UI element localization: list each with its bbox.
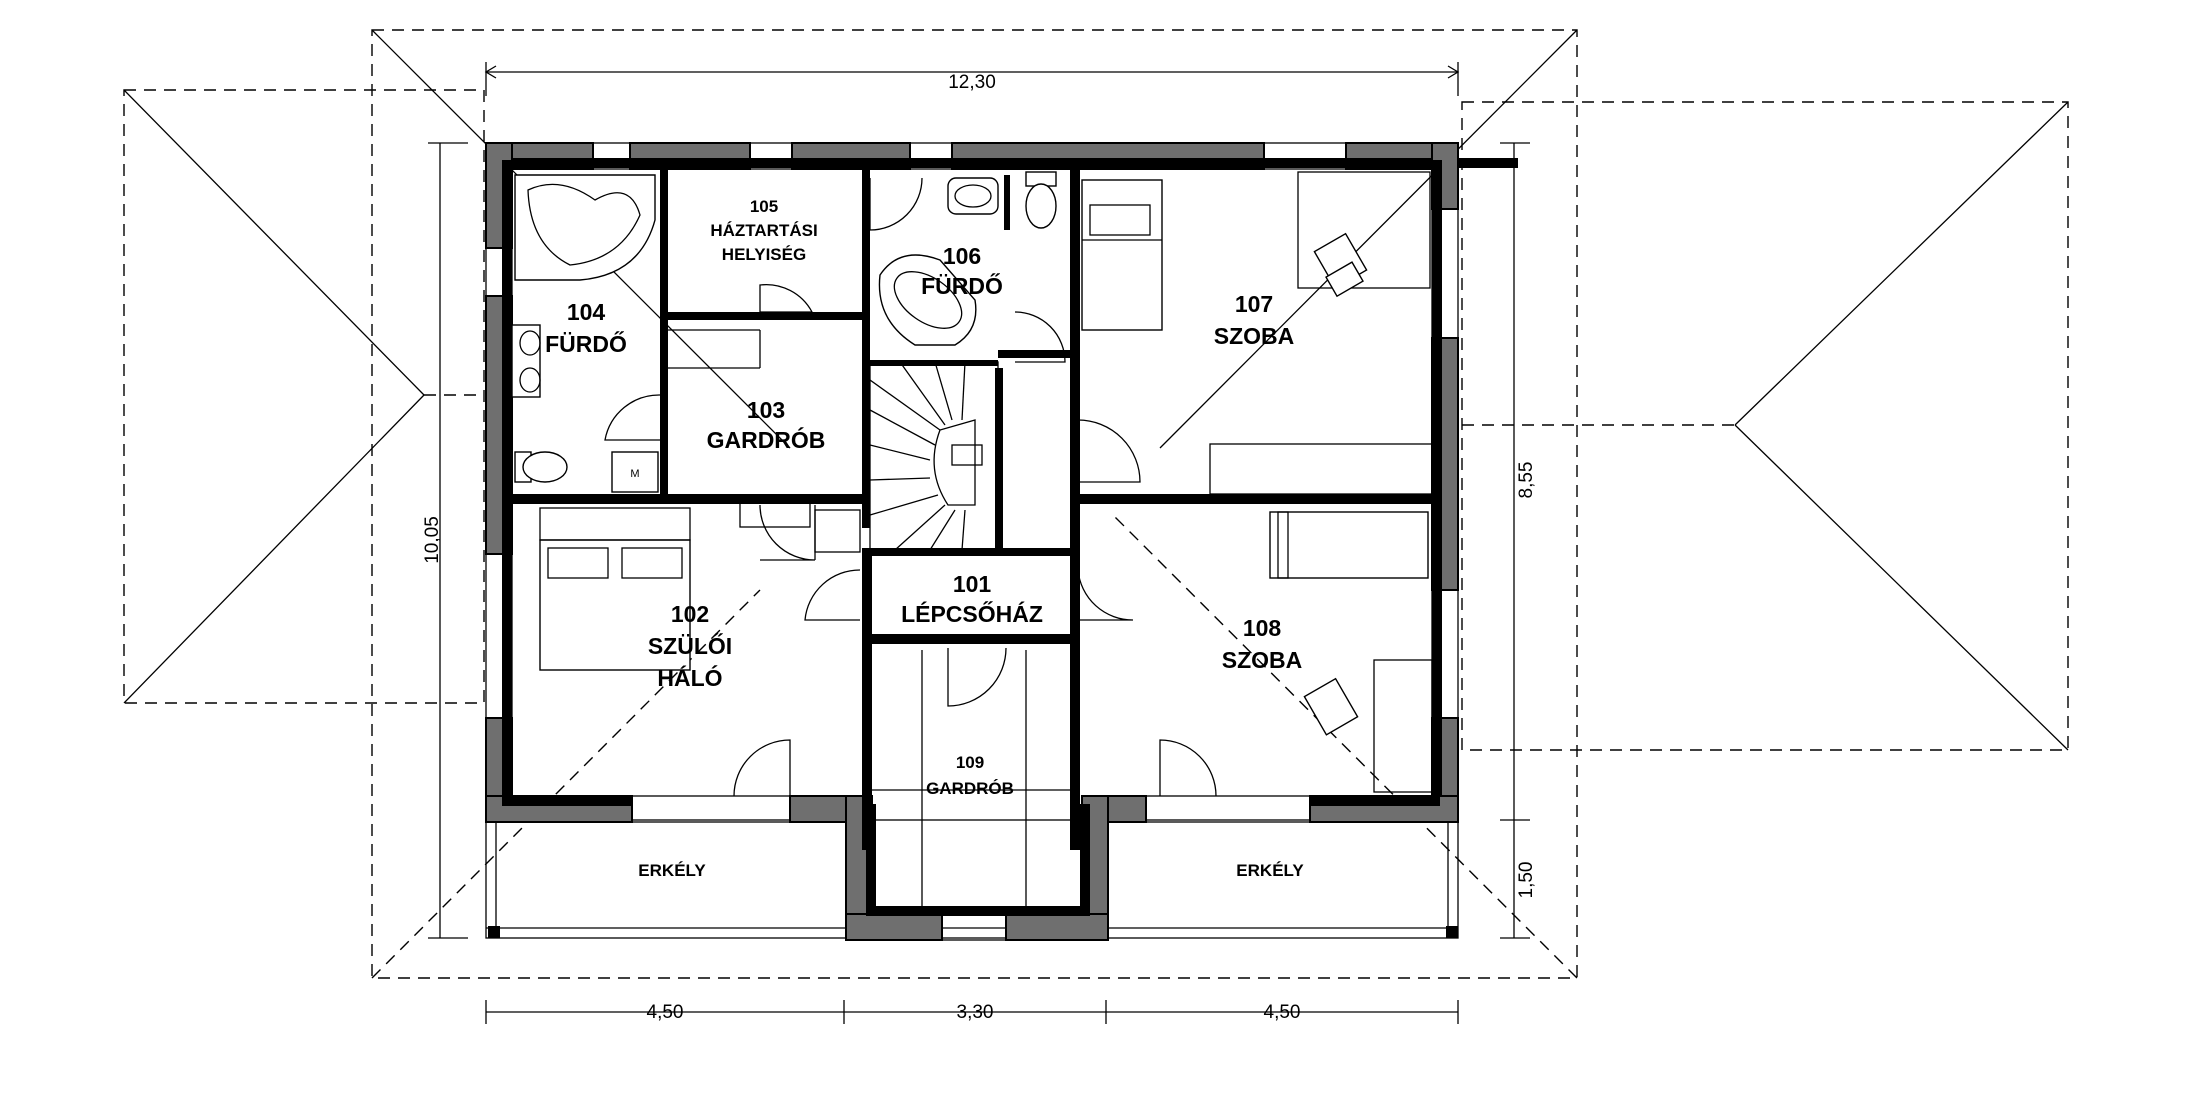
dimension-left: 10,05	[422, 142, 468, 939]
dimension-bottom: 4,50 3,30 4,50	[485, 1000, 1459, 1024]
balcony-label-right: ERKÉLY	[1236, 861, 1304, 880]
closet-103	[668, 329, 861, 553]
room-name: SZOBA	[1214, 323, 1295, 349]
bed-107	[1081, 179, 1163, 331]
staircase	[869, 361, 999, 551]
room-label-107: 107 SZOBA	[1214, 291, 1295, 349]
balcony-label-left: ERKÉLY	[638, 861, 706, 880]
bathtub-106	[878, 254, 977, 346]
room-name: HÁLÓ	[657, 664, 722, 691]
room-label-106: 106 FÜRDŐ	[921, 243, 1003, 299]
room-name: HÁZTARTÁSI	[710, 221, 817, 240]
dimension-label: 1,50	[1516, 862, 1537, 899]
washbasin-106	[947, 177, 999, 215]
shelf-107	[1209, 443, 1433, 495]
bed-108	[1269, 511, 1429, 579]
room-label-105: 105 HÁZTARTÁSI HELYISÉG	[710, 197, 817, 264]
room-label-109: 109 GARDRÓB	[926, 753, 1014, 798]
room-name: GARDRÓB	[926, 779, 1014, 798]
room-name: HELYISÉG	[722, 245, 806, 264]
cabinet-mark: M	[630, 468, 639, 480]
room-name: SZÜLŐI	[648, 632, 732, 659]
room-name: GARDRÓB	[707, 426, 826, 453]
room-label-102: 102 SZÜLŐI HÁLÓ	[648, 601, 732, 691]
bed-102	[539, 507, 691, 671]
dimension-label: 4,50	[1264, 1002, 1301, 1023]
dimension-label: 3,30	[957, 1002, 994, 1023]
outer-walls	[485, 142, 1518, 941]
room-name: LÉPCSŐHÁZ	[901, 600, 1043, 627]
room-label-108: 108 SZOBA	[1222, 615, 1303, 673]
room-name: FÜRDŐ	[545, 330, 627, 357]
roof-outline	[123, 29, 2069, 979]
toilet-106	[1025, 171, 1057, 229]
desk-107	[1297, 171, 1431, 298]
interior-walls	[502, 168, 1434, 850]
balcony-structure	[485, 819, 1459, 939]
room-label-101: 101 LÉPCSŐHÁZ	[901, 571, 1043, 627]
room-number: 106	[943, 243, 981, 269]
room-label-104: 104 FÜRDŐ	[545, 299, 627, 357]
room-number: 102	[671, 601, 709, 627]
bathtub-corner	[514, 174, 656, 281]
cabinet-m: M	[611, 451, 659, 493]
dimension-top: 12,30	[484, 62, 1460, 96]
room-number: 107	[1235, 291, 1273, 317]
dimension-label: 12,30	[948, 72, 996, 93]
dimension-label: 10,05	[422, 516, 443, 564]
dimension-label: 8,55	[1516, 462, 1537, 499]
desk-108	[1303, 659, 1433, 793]
dimension-label: 4,50	[647, 1002, 684, 1023]
room-name: FÜRDŐ	[921, 272, 1003, 299]
room-number: 101	[953, 571, 992, 597]
room-number: 103	[747, 397, 785, 423]
room-number: 105	[750, 197, 778, 216]
washbasin-double	[511, 324, 541, 398]
room-number: 108	[1243, 615, 1282, 641]
closet-109	[872, 650, 1072, 908]
windows	[485, 142, 1459, 941]
toilet-104	[514, 451, 568, 483]
room-name: SZOBA	[1222, 647, 1303, 673]
room-number: 104	[567, 299, 606, 325]
dimension-right: 8,55 1,50	[1500, 142, 1537, 939]
room-label-103: 103 GARDRÓB	[707, 397, 826, 453]
room-number: 109	[956, 753, 984, 772]
